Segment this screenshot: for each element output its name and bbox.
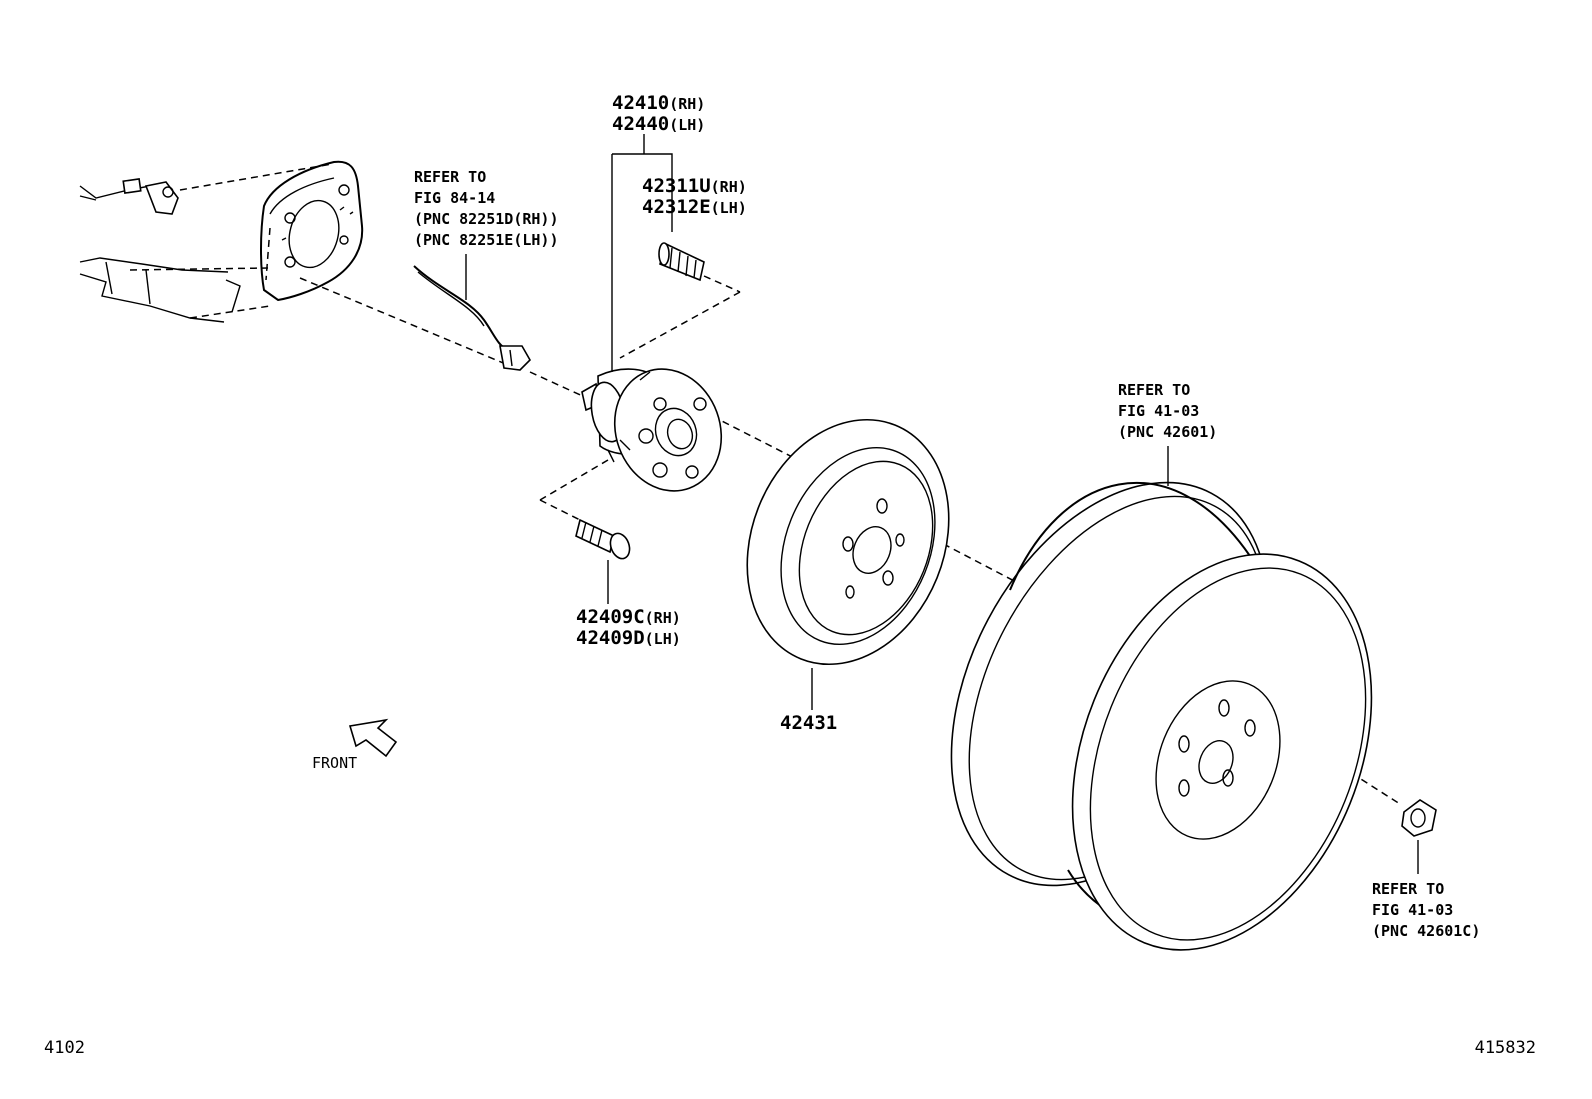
assembly-centerline	[299, 275, 1401, 805]
callout-brake-disc: 42431	[780, 712, 837, 734]
wheel-ref-line3: (PNC 42601)	[1118, 423, 1217, 441]
callout-hub-screw: 42409C(RH) 42409D(LH)	[576, 606, 681, 649]
hub-part-number-rh: 42410(RH)	[612, 92, 705, 114]
front-label: FRONT	[312, 754, 357, 772]
wheel-nut-illustration	[1401, 799, 1437, 837]
sensor-ref-line1: REFER TO	[414, 168, 486, 186]
nut-ref-line3: (PNC 42601C)	[1372, 922, 1480, 940]
wheel-ref-line1: REFER TO	[1118, 381, 1190, 399]
callout-wheel-ref: REFER TO FIG 41-03 (PNC 42601)	[1118, 381, 1217, 441]
hub-bolt-part-number-lh: 42312E(LH)	[642, 196, 747, 218]
sensor-ref-line4: (PNC 82251E(LH))	[414, 231, 559, 249]
hub-screw-part-number-lh: 42409D(LH)	[576, 627, 681, 649]
hub-screw-part-number-rh: 42409C(RH)	[576, 606, 681, 628]
axle-carrier-illustration	[79, 160, 364, 323]
wheel-illustration	[950, 481, 1373, 951]
footer-left-code: 4102	[44, 1038, 85, 1058]
hub-bolt-illustration	[658, 242, 705, 282]
abs-sensor-wire	[413, 265, 531, 371]
brake-disc-part-number: 42431	[780, 712, 837, 734]
callout-nut-ref: REFER TO FIG 41-03 (PNC 42601C)	[1372, 880, 1480, 940]
callout-hub: 42410(RH) 42440(LH)	[612, 92, 705, 135]
brake-disc-illustration	[746, 418, 950, 666]
footer-right-code: 415832	[1475, 1038, 1536, 1058]
sensor-ref-line2: FIG 84-14	[414, 189, 495, 207]
hub-bolt-part-number-rh: 42311U(RH)	[642, 175, 747, 197]
callout-sensor-ref: REFER TO FIG 84-14 (PNC 82251D(RH)) (PNC…	[414, 168, 559, 249]
hub-bearing-illustration	[581, 368, 723, 492]
leader-lines	[465, 134, 1419, 874]
sensor-ref-line3: (PNC 82251D(RH))	[414, 210, 559, 228]
hub-part-number-lh: 42440(LH)	[612, 113, 705, 135]
hub-screw-illustration	[575, 518, 631, 560]
wheel-ref-line2: FIG 41-03	[1118, 402, 1199, 420]
nut-ref-line1: REFER TO	[1372, 880, 1444, 898]
nut-ref-line2: FIG 41-03	[1372, 901, 1453, 919]
callout-hub-bolt: 42311U(RH) 42312E(LH)	[642, 175, 747, 218]
front-arrow-icon	[348, 718, 398, 758]
